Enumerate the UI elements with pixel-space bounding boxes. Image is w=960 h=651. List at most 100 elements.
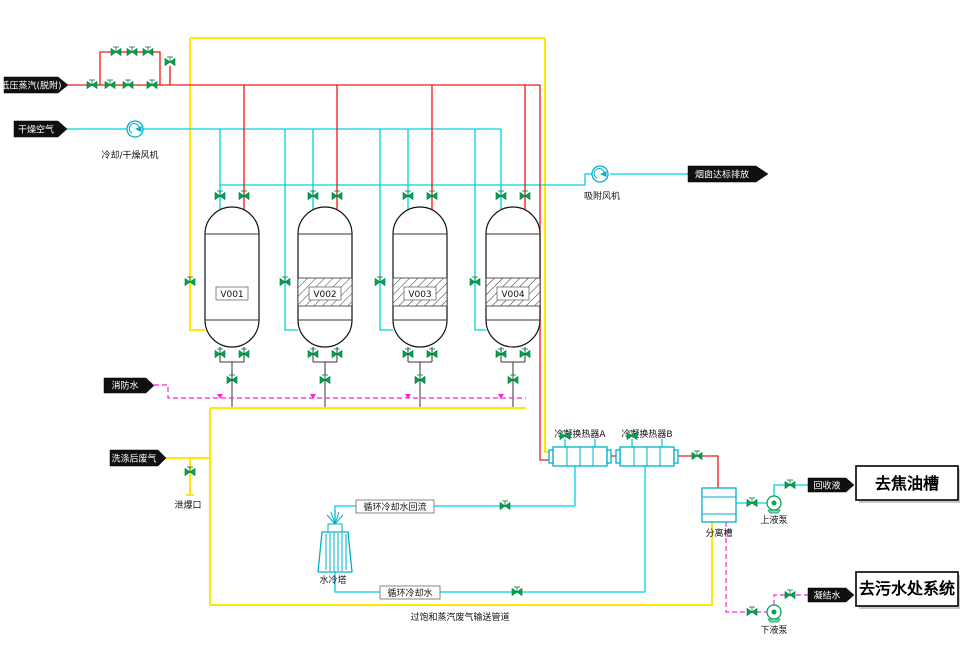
destination-wastewater: 去污水处系统 (855, 571, 960, 609)
vessel-body (392, 206, 448, 348)
valve-icon (146, 79, 158, 89)
upper-liquid-pump: 上液泵 (760, 495, 788, 526)
wastewater-label: 去污水处系统 (859, 579, 955, 598)
condenser-b: 冷凝换热器B (615, 428, 679, 467)
vessel-body (204, 206, 260, 348)
valve-icon (784, 589, 796, 599)
valve-icon (104, 79, 116, 89)
fan-icon (126, 120, 144, 138)
vessel-tangent-lines (486, 233, 540, 321)
cooling-fan-label: 冷却/干燥风机 (101, 149, 158, 161)
flag-recovered-liquid: 回收液 (807, 477, 855, 493)
valve-icon (110, 46, 122, 56)
valve-icon (142, 46, 154, 56)
valve-icon (86, 79, 98, 89)
flag-shape (109, 449, 167, 467)
cooling-tower: 水冷塔 (317, 511, 353, 586)
piping (67, 37, 810, 613)
separator-level-lines (702, 496, 736, 515)
upper-pump-label: 上液泵 (760, 514, 787, 526)
tar-tank-label: 去焦油槽 (875, 474, 939, 493)
valve-icon (784, 479, 796, 489)
stack-outlet-label: 烟囱达标排放 (695, 169, 749, 181)
condensate-label: 凝结水 (813, 590, 840, 602)
vessel-tangent-lines (393, 233, 447, 321)
adsorption-fan-label: 吸附风机 (584, 190, 620, 202)
destination-tar-tank: 去焦油槽 (855, 465, 960, 503)
vessel-tag-chip (496, 286, 530, 301)
vessel-tag-chip (403, 286, 437, 301)
flag-condensate: 凝结水 (807, 587, 855, 603)
cooling-return-label: 循环冷却水回流 (363, 501, 426, 513)
separator-label: 分离槽 (705, 527, 732, 539)
label-chip (379, 585, 441, 600)
washed-gas-label: 洗涤后废气 (111, 453, 156, 465)
lower-liquid-pump: 下液泵 (760, 604, 788, 636)
vessel-body (485, 206, 541, 348)
vessel-tag: V002 (313, 290, 336, 300)
flag-shape (687, 165, 769, 183)
flag-shape (103, 377, 155, 394)
cooling-tower-label: 水冷塔 (319, 574, 346, 586)
adsorber-vessel-1: V001 (204, 206, 260, 348)
flag-dry-air: 干燥空气 (13, 120, 68, 138)
transfer-pipeline-label: 过饱和蒸汽废气输送管道 (410, 611, 509, 623)
vessel-body (297, 206, 353, 348)
condenser-cap (673, 449, 679, 464)
flag-shape (807, 587, 855, 603)
condenser-tubes (633, 447, 661, 466)
condenser-cap (606, 449, 612, 464)
flag-fire-water: 消防水 (103, 377, 155, 394)
adsorber-vessel-3: V003 (392, 206, 448, 348)
fan-icon (591, 165, 609, 183)
flag-stack-outlet: 烟囱达标排放 (687, 165, 769, 183)
fire-water-piping (154, 384, 810, 613)
valve-icon (746, 606, 758, 616)
destination-box (855, 571, 959, 607)
valve-icon (746, 497, 758, 507)
tower-fan-icon (326, 511, 344, 525)
adsorber-vessel-4: V004 (485, 206, 541, 348)
waste-gas-piping (166, 37, 713, 606)
cooling-supply-chip: 循环冷却水 (379, 585, 441, 600)
valve-icon (691, 450, 703, 460)
label-chip (355, 499, 435, 514)
tower-fill-lines (325, 533, 347, 571)
flag-washed-gas: 洗涤后废气 (109, 449, 167, 467)
flag-shape (3, 76, 69, 94)
flag-steam-inlet: 低压蒸汽(脱附) (0, 76, 69, 94)
cooling-return-chip: 循环冷却水回流 (355, 499, 435, 514)
cooling-supply-label: 循环冷却水 (387, 587, 432, 599)
tower-top (327, 523, 343, 532)
pump-icon (766, 604, 782, 623)
vessel-bottom-nozzle-piping (219, 347, 526, 408)
adsorber-vessel-2: V002 (297, 206, 353, 348)
steam-inlet-label: 低压蒸汽(脱附) (0, 80, 61, 92)
condenser-cap (548, 449, 554, 464)
vessel-tag-chip (215, 286, 249, 301)
vessel-tangent-lines (298, 233, 352, 321)
destination-box (855, 465, 959, 501)
condenser-cap (615, 449, 621, 464)
recovered-liquid-label: 回收液 (813, 480, 840, 492)
pump-icon (766, 495, 782, 514)
vessel-tag-chip (308, 286, 342, 301)
fire-water-label: 消防水 (111, 380, 138, 392)
flag-shape (807, 477, 855, 493)
cooling-drying-fan: 冷却/干燥风机 (101, 120, 159, 161)
lower-pump-label: 下液泵 (760, 624, 787, 636)
valve-icon (499, 500, 511, 510)
air-and-water-piping (67, 128, 810, 593)
condenser-tubes (566, 447, 594, 466)
valve-icon (511, 586, 523, 596)
vessel-tag: V001 (220, 290, 243, 300)
dry-air-label: 干燥空气 (18, 124, 54, 136)
adsorption-fan: 吸附风机 (584, 165, 620, 202)
valve-icon (126, 46, 138, 56)
condenser-a: 冷凝换热器A (548, 428, 612, 467)
tower-body (317, 531, 353, 573)
explosion-vent-label: 泄爆口 (174, 499, 201, 511)
valve-icon (164, 56, 176, 66)
separator-tank: 分离槽 (701, 487, 737, 539)
